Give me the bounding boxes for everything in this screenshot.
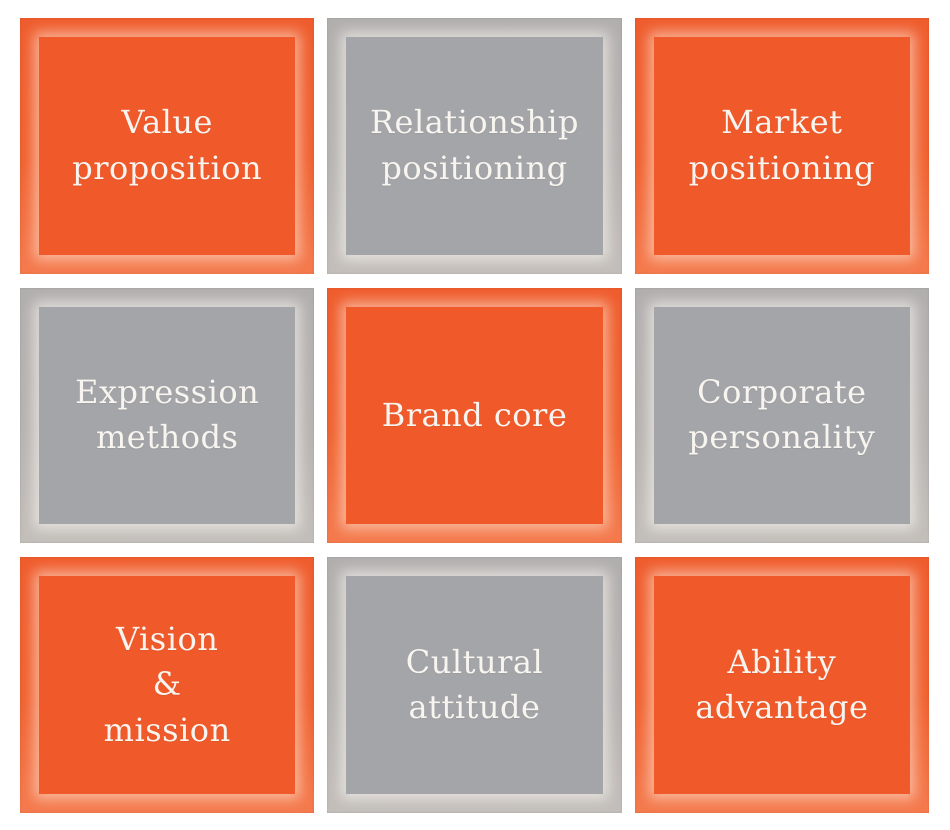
cell-label: Corporate personality <box>688 373 876 457</box>
cell-fill: Relationship positioning <box>346 37 603 255</box>
cell-fill: Expression methods <box>39 306 296 525</box>
cell-fill: Cultural attitude <box>346 576 603 794</box>
cell-expression-methods: Expression methods <box>20 287 315 544</box>
cell-cultural-attitude: Cultural attitude <box>327 557 622 813</box>
cell-fill: Value proposition <box>39 37 296 255</box>
cell-value-proposition: Value proposition <box>20 18 315 274</box>
cell-market-positioning: Market positioning <box>634 18 929 274</box>
cell-vision-mission: Vision & mission <box>20 557 315 813</box>
cell-fill: Ability advantage <box>653 576 910 794</box>
cell-label: Expression methods <box>75 373 260 457</box>
cell-brand-core: Brand core <box>327 287 622 544</box>
cell-fill: Market positioning <box>653 37 910 255</box>
cell-label: Vision & mission <box>103 620 231 749</box>
cell-label: Market positioning <box>688 103 875 187</box>
cell-label: Ability advantage <box>695 642 869 727</box>
cell-corporate-personality: Corporate personality <box>634 287 929 544</box>
cell-label: Cultural attitude <box>405 642 544 727</box>
cell-fill: Corporate personality <box>653 306 910 525</box>
cell-fill: Vision & mission <box>39 576 296 794</box>
cell-label: Brand core <box>381 395 568 434</box>
cell-fill: Brand core <box>346 306 603 525</box>
cell-relationship-positioning: Relationship positioning <box>327 18 622 274</box>
cell-ability-advantage: Ability advantage <box>634 557 929 813</box>
cell-label: Relationship positioning <box>369 103 580 187</box>
cell-label: Value proposition <box>72 103 263 187</box>
